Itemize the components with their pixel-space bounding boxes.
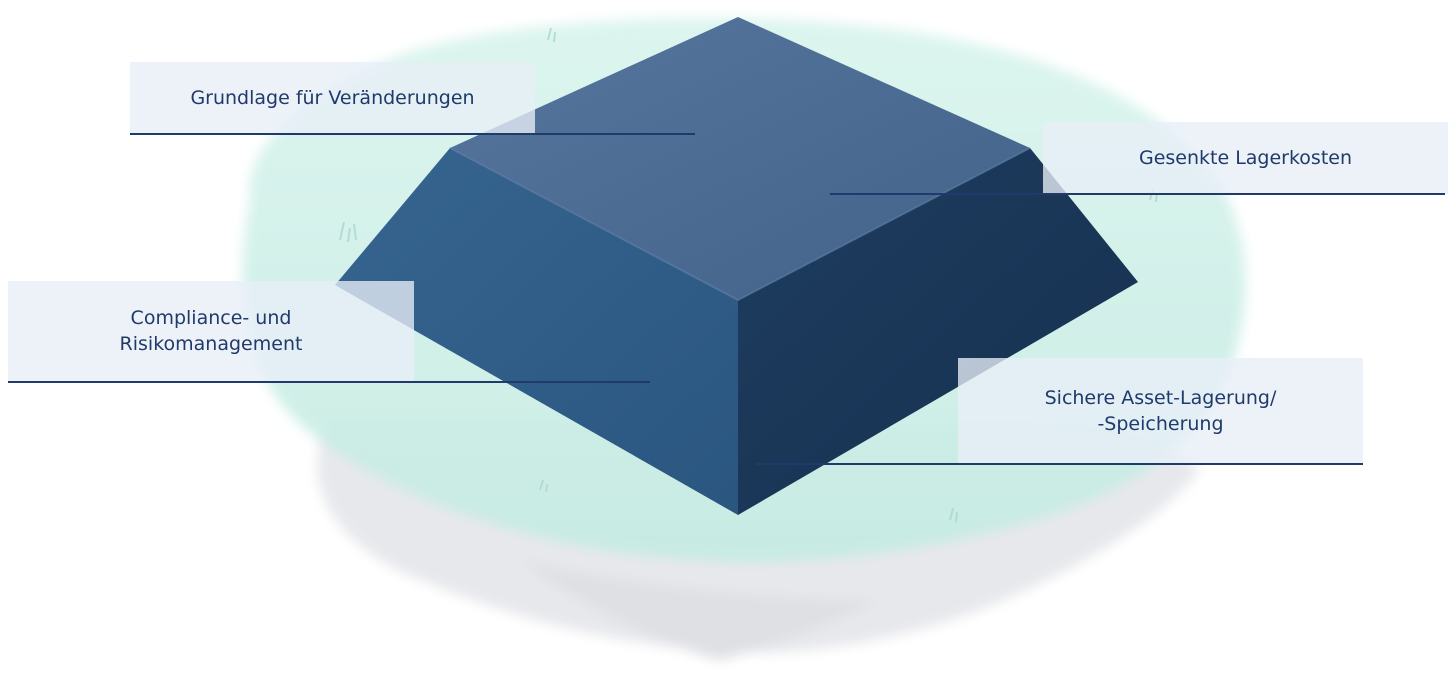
label-storage-costs: Gesenkte Lagerkosten	[1043, 122, 1448, 194]
label-foundation-text: Grundlage für Veränderungen	[190, 87, 475, 109]
label-compliance: Compliance- und Risikomanagement	[8, 281, 414, 381]
grass-tufts	[339, 27, 1158, 523]
connector-secure-storage	[756, 463, 1363, 465]
block-right-face	[738, 148, 1138, 515]
label-secure-storage: Sichere Asset-Lagerung/ -Speicherung	[958, 358, 1363, 464]
label-foundation: Grundlage für Veränderungen	[130, 62, 535, 134]
label-storage-costs-text: Gesenkte Lagerkosten	[1138, 147, 1353, 169]
label-compliance-text: Compliance- und Risikomanagement	[119, 307, 303, 355]
block-top-face	[450, 17, 1030, 300]
connector-storage-costs	[830, 193, 1445, 195]
connector-compliance	[8, 381, 650, 383]
connector-foundation	[130, 133, 695, 135]
storage-block	[335, 17, 1138, 515]
block-left-face	[335, 148, 738, 515]
label-secure-storage-text: Sichere Asset-Lagerung/ -Speicherung	[1044, 387, 1277, 435]
